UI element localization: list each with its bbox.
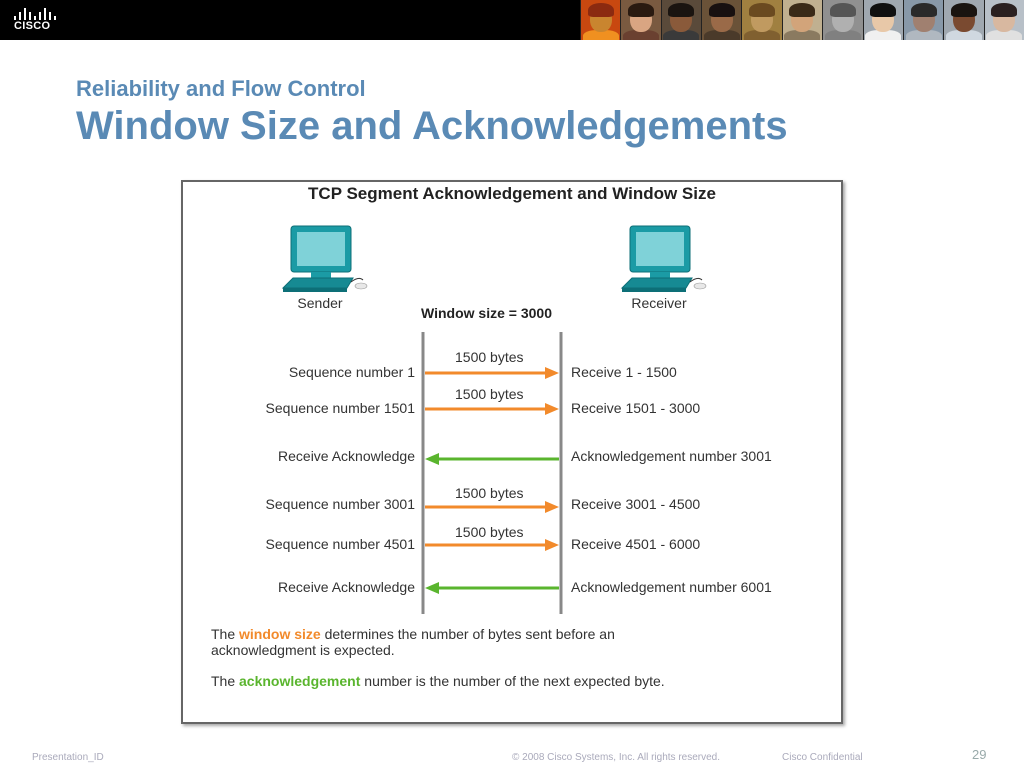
row-bytes-label: 1500 bytes <box>455 524 524 540</box>
highlight-acknowledgement: acknowledgement <box>239 673 361 689</box>
ack-arrowhead <box>425 453 439 465</box>
row-right-label: Receive 1 - 1500 <box>571 364 677 380</box>
send-arrowhead <box>545 403 559 415</box>
row-left-label: Sequence number 4501 <box>265 536 415 552</box>
footer-confidential: Cisco Confidential <box>782 752 863 763</box>
footer-presentation-id: Presentation_ID <box>32 752 104 763</box>
cisco-logo: CISCO <box>14 6 62 34</box>
window-size-label: Window size = 3000 <box>421 305 552 321</box>
header-photo <box>620 0 661 40</box>
row-left-label: Receive Acknowledge <box>278 448 415 464</box>
slide-subtitle: Reliability and Flow Control <box>76 76 366 101</box>
highlight-window-size: window size <box>239 626 321 642</box>
send-arrowhead <box>545 539 559 551</box>
header-bar: CISCO <box>0 0 1024 40</box>
header-photo <box>983 0 1024 40</box>
send-arrowhead <box>545 367 559 379</box>
row-right-label: Receive 4501 - 6000 <box>571 536 701 552</box>
header-photo <box>902 0 944 40</box>
photo-strip <box>580 0 1024 40</box>
cisco-bars-icon <box>14 6 56 20</box>
cisco-logo-text: CISCO <box>14 20 51 32</box>
header-photo <box>822 0 863 40</box>
ack-arrowhead <box>425 582 439 594</box>
footer-copyright: © 2008 Cisco Systems, Inc. All rights re… <box>512 752 721 763</box>
sender-computer-icon <box>281 225 368 292</box>
sender-label: Sender <box>297 295 343 311</box>
header-photo <box>781 0 823 40</box>
row-right-label: Acknowledgement number 6001 <box>571 579 772 595</box>
note-window-size: The window size determines the number of… <box>211 626 615 658</box>
row-left-label: Receive Acknowledge <box>278 579 415 595</box>
header-photo <box>741 0 782 40</box>
note-acknowledgement: The acknowledgement number is the number… <box>211 673 665 689</box>
diagram-title: TCP Segment Acknowledgement and Window S… <box>308 184 716 203</box>
row-bytes-label: 1500 bytes <box>455 485 524 501</box>
row-right-label: Receive 3001 - 4500 <box>571 496 701 512</box>
header-photo <box>660 0 702 40</box>
row-bytes-label: 1500 bytes <box>455 386 524 402</box>
header-photo <box>580 0 621 40</box>
receiver-computer-icon <box>620 225 707 292</box>
row-left-label: Sequence number 1501 <box>265 400 415 416</box>
send-arrowhead <box>545 501 559 513</box>
row-left-label: Sequence number 1 <box>288 364 415 380</box>
diagram-frame: TCP Segment Acknowledgement and Window S… <box>181 180 843 724</box>
row-bytes-label: 1500 bytes <box>455 349 524 365</box>
diagram-graphics <box>281 225 707 614</box>
row-right-label: Receive 1501 - 3000 <box>571 400 701 416</box>
row-left-label: Sequence number 3001 <box>265 496 415 512</box>
page-number: 29 <box>972 747 987 762</box>
header-photo <box>862 0 903 40</box>
slide-title: Window Size and Acknowledgements <box>76 104 788 148</box>
row-right-label: Acknowledgement number 3001 <box>571 448 772 464</box>
header-photo <box>943 0 984 40</box>
receiver-label: Receiver <box>631 295 687 311</box>
header-photo <box>701 0 742 40</box>
